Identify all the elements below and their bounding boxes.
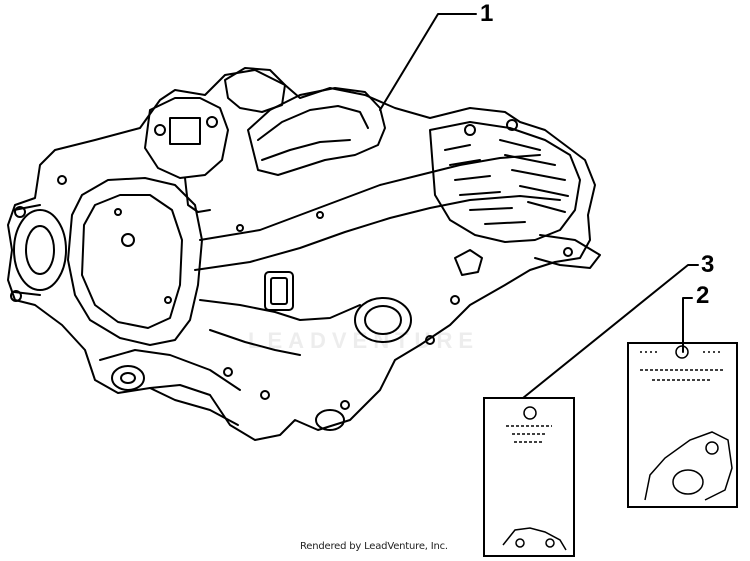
callout-label-2: 2: [696, 282, 710, 309]
leader-line-1: [379, 13, 477, 111]
leader-line-3: [522, 264, 699, 399]
engine-assembly: [7, 67, 601, 441]
leader-line-2: [682, 297, 693, 353]
render-credit: Rendered by LeadVenture, Inc.: [300, 541, 448, 552]
manual-document-3: [483, 397, 575, 557]
callout-label-3: 3: [701, 251, 715, 278]
manual-document-2: [627, 342, 738, 508]
callout-label-1: 1: [480, 0, 494, 27]
